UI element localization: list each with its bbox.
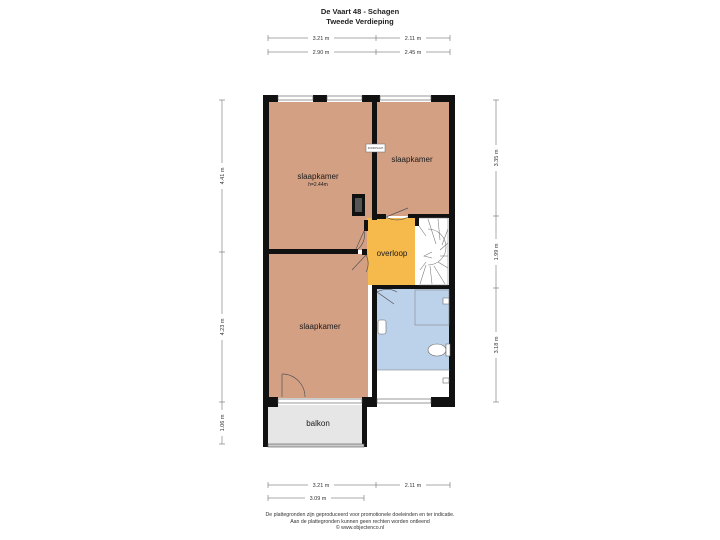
- windows: [267, 95, 432, 448]
- bedroom-top-left-floor: [268, 102, 376, 250]
- bedroom-top-left-label: slaapkamer: [297, 172, 339, 181]
- dim-bottom-2-a: 3.09 m: [310, 496, 327, 502]
- dim-bottom-1-b: 2.11 m: [405, 483, 422, 489]
- landing-floor: [367, 218, 415, 285]
- dimension-labels: 3.21 m 2.11 m 2.90 m 2.45 m 3.21 m 2.11 …: [218, 34, 500, 502]
- plan-title: De Vaart 48 - Schagen: [320, 7, 400, 16]
- bedroom-top-right-floor: [376, 102, 450, 216]
- staircase: [418, 217, 449, 286]
- bedroom-bottom-label: slaapkamer: [299, 322, 341, 331]
- bathroom-floor: [377, 289, 450, 370]
- copyright-line: © www.objectenco.nl: [335, 525, 385, 531]
- dim-top-2-b: 2.45 m: [405, 50, 422, 56]
- chimney-core: [355, 198, 362, 212]
- dim-top-2-a: 2.90 m: [313, 50, 330, 56]
- doors: [281, 207, 409, 398]
- landing-label: overloop: [377, 249, 408, 258]
- bathroom-fixtures: [377, 289, 451, 384]
- dim-left-2: 4.23 m: [220, 318, 226, 335]
- dim-top-1-b: 2.11 m: [405, 36, 422, 42]
- dim-right-1: 3.35 m: [494, 149, 500, 166]
- dim-right-2: 1.99 m: [494, 243, 500, 260]
- dim-top-1-a: 3.21 m: [313, 36, 330, 42]
- disclaimer-line-1: De plattegronden zijn geproduceerd voor …: [265, 512, 455, 518]
- bedroom-top-right-label: slaapkamer: [391, 155, 433, 164]
- dim-right-3: 3.18 m: [494, 336, 500, 353]
- balcony-floor: [268, 405, 364, 447]
- balcony-label: balkon: [306, 419, 330, 428]
- fixture-box: [365, 143, 386, 153]
- disclaimer-line-2: Aan de plattegronden kunnen geen rechten…: [290, 518, 430, 525]
- stairs-floor: [415, 218, 450, 285]
- plan-subtitle: Tweede Verdieping: [326, 17, 394, 26]
- dim-bottom-1-a: 3.21 m: [313, 483, 330, 489]
- dim-left-1: 4.41 m: [220, 167, 226, 184]
- walls: [263, 95, 455, 447]
- dim-left-3: 1.06 m: [220, 414, 226, 431]
- bedroom-top-left-height: h=2.44m: [308, 182, 328, 188]
- fixture-box-label: KOOKPLAAT: [368, 146, 384, 150]
